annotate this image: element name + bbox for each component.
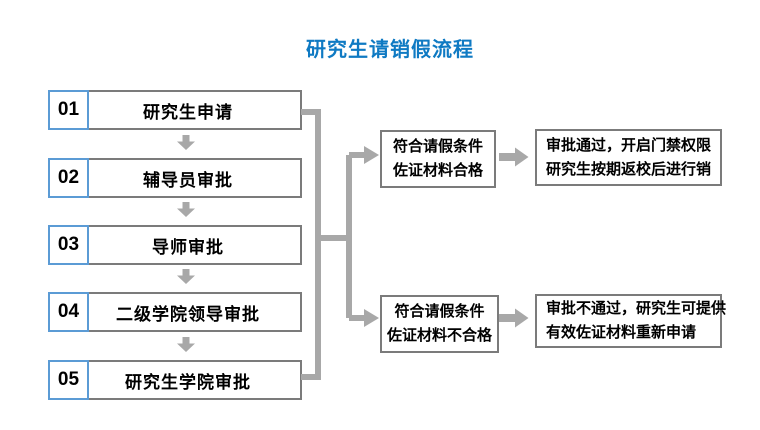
right-arrow-icon [499,147,529,167]
result-line: 审批不通过，研究生可提供 [546,300,727,317]
step-label: 研究生学院审批 [125,372,251,392]
condition-line: 符合请假条件 [394,303,485,320]
step-row-4: 二级学院领导审批 04 [48,292,302,332]
step-label: 二级学院领导审批 [116,304,260,324]
condition-line: 符合请假条件 [392,138,483,155]
down-arrow-icon [177,337,195,352]
step-row-5: 研究生学院审批 05 [48,360,302,400]
step-row-2: 辅导员审批 02 [48,158,302,198]
step-label: 导师审批 [152,237,224,257]
step-label: 辅导员审批 [143,170,233,190]
down-arrow-icon [177,269,195,284]
branch-arrowhead-bottom [364,309,379,327]
page-title: 研究生请销假流程 [306,39,474,61]
condition-line: 佐证材料不合格 [386,327,492,344]
right-arrow-icon [499,308,529,328]
down-arrow-icon [177,202,195,217]
result-line: 有效佐证材料重新申请 [546,324,697,341]
result-line: 研究生按期返校后进行销 [546,160,712,178]
step-row-1: 研究生申请 01 [48,90,302,130]
step-row-3: 导师审批 03 [48,225,302,265]
condition-box-unqualified: 符合请假条件 佐证材料不合格 [380,295,499,353]
down-arrow-icon [177,135,195,150]
step-number: 03 [48,225,89,265]
branch-arrowhead-top [364,146,379,164]
result-line: 审批通过，开启门禁权限 [546,136,712,154]
branch-connector-lines [301,109,379,380]
step-number: 04 [48,292,89,332]
condition-line: 佐证材料合格 [392,162,483,179]
result-box-approved: 审批通过，开启门禁权限 研究生按期返校后进行销 [535,129,722,186]
condition-box-qualified: 符合请假条件 佐证材料合格 [380,130,496,188]
step-number: 01 [48,90,89,130]
step-number: 05 [48,360,89,400]
step-label: 研究生申请 [143,102,233,122]
step-number: 02 [48,158,89,198]
result-box-rejected: 审批不通过，研究生可提供 有效佐证材料重新申请 [535,294,727,348]
